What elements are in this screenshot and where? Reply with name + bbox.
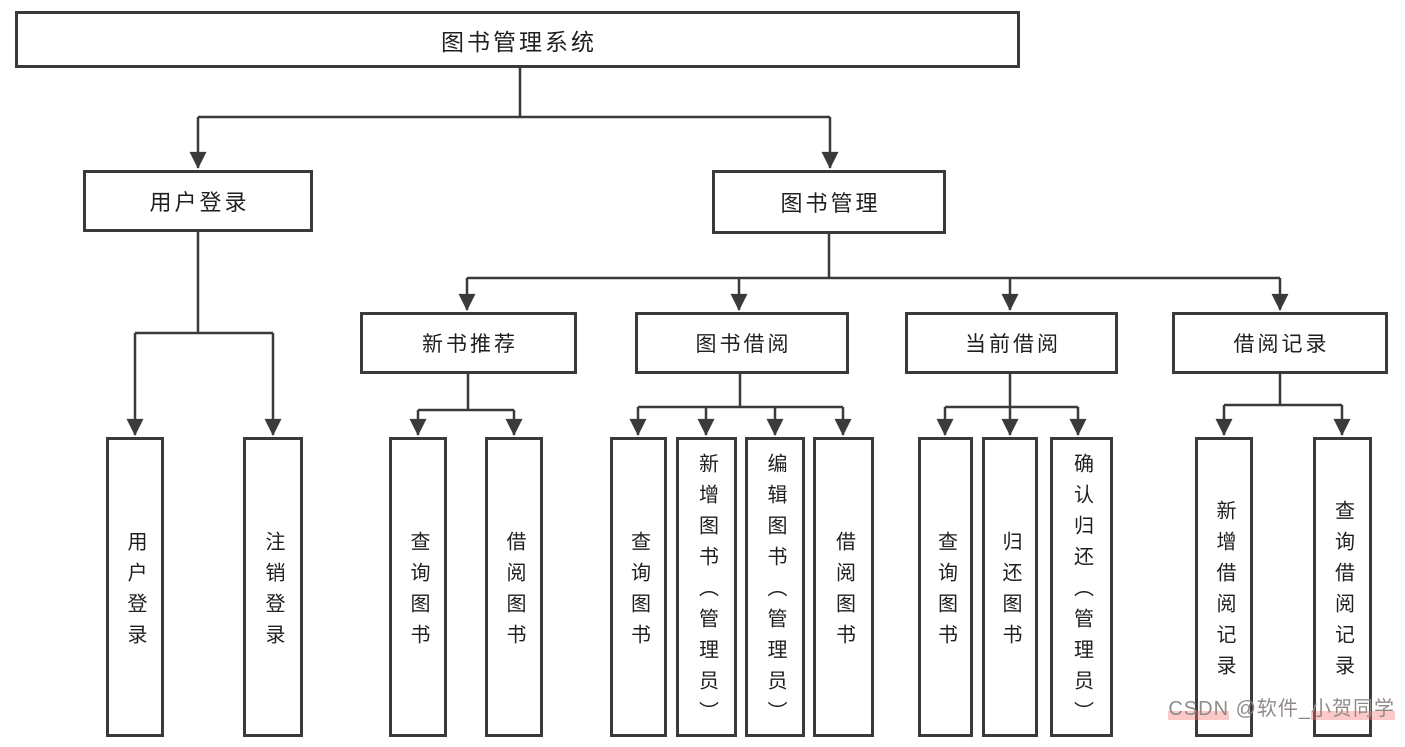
leaf-record-query-record-label: 查询借阅记录 [1331,499,1354,686]
leaf-borrow-add-books: 新增图书（管理员） [676,437,737,737]
leaf-logout: 注销登录 [243,437,303,737]
watermark-handle: @软件_ [1229,698,1311,720]
leaf-borrow-query-books: 查询图书 [610,437,667,737]
node-book-mgmt: 图书管理 [712,170,946,234]
node-borrow-record-label: 借阅记录 [1233,333,1330,356]
node-root: 图书管理系统 [15,11,1020,68]
leaf-newrec-borrow-books: 借阅图书 [485,437,543,737]
node-book-mgmt-label: 图书管理 [780,191,881,216]
leaf-newrec-borrow-books-label: 借阅图书 [503,530,525,655]
node-book-borrow: 图书借阅 [635,312,849,374]
node-new-book-rec: 新书推荐 [360,312,577,374]
leaf-borrow-borrow-books-label: 借阅图书 [832,530,855,655]
leaf-record-add-record-label: 新增借阅记录 [1213,499,1235,686]
leaf-borrow-borrow-books: 借阅图书 [813,437,874,737]
leaf-record-query-record: 查询借阅记录 [1313,437,1372,737]
leaf-current-return-books: 归还图书 [982,437,1038,737]
leaf-current-confirm-return: 确认归还（管理员） [1050,437,1113,737]
leaf-borrow-add-books-label: 新增图书（管理员） [695,453,718,732]
leaf-current-confirm-return-label: 确认归还（管理员） [1070,453,1093,732]
node-user-login: 用户登录 [83,170,313,232]
leaf-borrow-edit-books-label: 编辑图书（管理员） [764,453,786,732]
watermark: CSDN @软件_小贺同学 [1142,669,1395,744]
leaf-user-login: 用户登录 [106,437,164,737]
leaf-record-add-record: 新增借阅记录 [1195,437,1253,737]
node-root-label: 图书管理系统 [441,28,597,55]
node-book-borrow-label: 图书借阅 [695,333,792,356]
leaf-current-return-books-label: 归还图书 [999,530,1021,655]
node-borrow-record: 借阅记录 [1172,312,1388,374]
watermark-csdn: CSDN [1168,698,1230,720]
leaf-borrow-query-books-label: 查询图书 [627,530,650,655]
node-new-book-rec-label: 新书推荐 [422,333,518,356]
leaf-newrec-query-books: 查询图书 [389,437,447,737]
node-user-login-label: 用户登录 [149,190,250,215]
leaf-newrec-query-books-label: 查询图书 [407,530,429,655]
leaf-user-login-label: 用户登录 [124,530,146,655]
node-current-borrow-label: 当前借阅 [965,333,1061,356]
leaf-logout-label: 注销登录 [262,530,284,655]
leaf-current-query-books-label: 查询图书 [934,530,957,655]
leaf-current-query-books: 查询图书 [918,437,973,737]
watermark-username: 小贺同学 [1311,698,1395,720]
edge-trunks [135,68,1342,412]
leaf-borrow-edit-books: 编辑图书（管理员） [745,437,805,737]
node-current-borrow: 当前借阅 [905,312,1118,374]
